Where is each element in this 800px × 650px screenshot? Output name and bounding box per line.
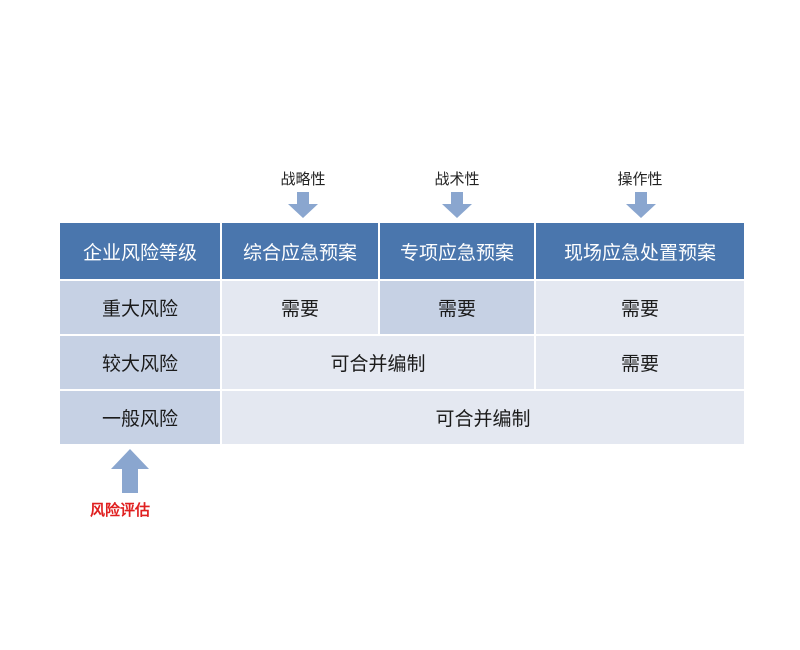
row-level-major: 重大风险 <box>60 281 220 334</box>
header-comprehensive-plan: 综合应急预案 <box>222 223 378 279</box>
header-special-plan: 专项应急预案 <box>380 223 534 279</box>
cell-general-merged: 可合并编制 <box>222 391 744 444</box>
cell-large-onsite: 需要 <box>536 336 744 389</box>
label-strategic: 战略性 <box>280 170 326 188</box>
label-operational: 操作性 <box>617 170 663 188</box>
cell-major-onsite: 需要 <box>536 281 744 334</box>
header-onsite-plan: 现场应急处置预案 <box>536 223 744 279</box>
row-level-large: 较大风险 <box>60 336 220 389</box>
down-arrow-icon <box>442 192 472 218</box>
down-arrow-icon <box>288 192 318 218</box>
header-risk-level: 企业风险等级 <box>60 223 220 279</box>
cell-major-comprehensive: 需要 <box>222 281 378 334</box>
cell-major-special: 需要 <box>380 281 534 334</box>
label-tactical: 战术性 <box>434 170 480 188</box>
down-arrow-icon <box>626 192 656 218</box>
up-arrow-icon <box>111 449 149 493</box>
row-level-general: 一般风险 <box>60 391 220 444</box>
cell-large-merged: 可合并编制 <box>222 336 534 389</box>
label-risk-assessment: 风险评估 <box>89 501 150 519</box>
